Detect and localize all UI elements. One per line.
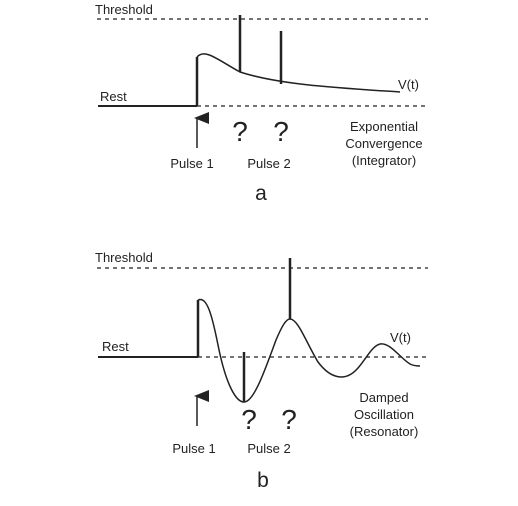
voltage-trace (196, 53, 401, 93)
panel-b: Threshold Rest V(t) ? ? Pulse 1 Pulse 2 … (95, 250, 428, 492)
pulse1-label: Pulse 1 (170, 156, 213, 171)
panel-caption: a (255, 182, 267, 205)
panel-caption: b (257, 469, 269, 492)
trace-label: V(t) (390, 330, 411, 345)
rest-label: Rest (100, 89, 127, 104)
pulse2-label: Pulse 2 (247, 156, 290, 171)
threshold-label: Threshold (95, 2, 153, 17)
description-line: Oscillation (354, 407, 414, 422)
question-mark: ? (281, 404, 297, 435)
description-line: (Resonator) (350, 424, 419, 439)
trace-label: V(t) (398, 77, 419, 92)
panel-a: Threshold Rest V(t) ? ? Pulse 1 Pulse 2 … (95, 2, 428, 205)
pulse1-label: Pulse 1 (172, 441, 215, 456)
question-mark: ? (273, 116, 289, 147)
voltage-trace (197, 298, 421, 403)
description-line: Exponential (350, 119, 418, 134)
question-mark: ? (241, 404, 257, 435)
description-line: Damped (359, 390, 408, 405)
question-mark: ? (232, 116, 248, 147)
threshold-label: Threshold (95, 250, 153, 265)
pulse2-label: Pulse 2 (247, 441, 290, 456)
description-line: (Integrator) (352, 153, 416, 168)
description-line: Convergence (345, 136, 422, 151)
rest-label: Rest (102, 339, 129, 354)
